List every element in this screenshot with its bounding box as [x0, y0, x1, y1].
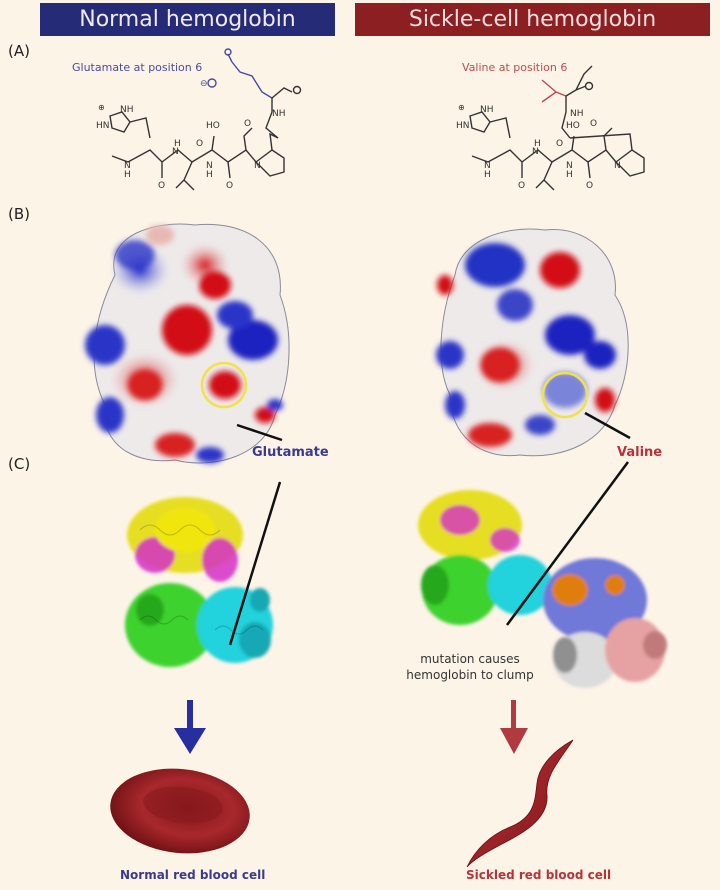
- svg-text:O: O: [196, 139, 203, 149]
- glutamate-caption: Glutamate at position 6: [72, 61, 203, 74]
- svg-text:NH: NH: [570, 109, 584, 119]
- normal-cell-label: Normal red blood cell: [120, 868, 266, 882]
- svg-text:HN: HN: [96, 121, 110, 131]
- glutamate-highlight-ring: [200, 361, 248, 409]
- clump-note-line1: mutation causes: [420, 652, 520, 666]
- svg-text:H: H: [206, 170, 213, 180]
- glutamate-surface-leader: [236, 423, 283, 442]
- clump-note-line2: hemoglobin to clump: [406, 667, 534, 682]
- normal-hemoglobin-header: Normal hemoglobin: [40, 3, 335, 36]
- svg-text:⊖: ⊖: [200, 79, 208, 89]
- svg-text:N: N: [172, 147, 179, 157]
- panel-label-c: (C): [8, 455, 31, 473]
- svg-text:HO: HO: [566, 121, 580, 131]
- svg-text:HO: HO: [206, 121, 220, 131]
- sickled-cell-label: Sickled red blood cell: [466, 868, 612, 882]
- valine-surface-leader: [584, 411, 631, 440]
- glutamate-callout: Glutamate: [252, 445, 329, 460]
- valine-ribbon-leader: [505, 461, 630, 626]
- valine-caption: Valine at position 6: [462, 61, 568, 74]
- svg-text:O: O: [518, 181, 525, 191]
- svg-text:NH: NH: [120, 105, 134, 115]
- normal-peptide-structure: NH HN ⊕ N H H N O O N H HO O O N NH ⊖: [96, 48, 302, 191]
- panel-label-b: (B): [8, 205, 30, 223]
- svg-text:O: O: [158, 181, 165, 191]
- svg-text:N: N: [206, 161, 213, 171]
- sickle-down-arrow-icon: [500, 700, 528, 754]
- sickle-hemoglobin-header: Sickle-cell hemoglobin: [355, 3, 710, 36]
- normal-ribbon-structure: [125, 497, 273, 667]
- svg-text:O: O: [556, 139, 563, 149]
- svg-text:O: O: [244, 119, 251, 129]
- svg-text:O: O: [586, 181, 593, 191]
- svg-text:N: N: [124, 161, 131, 171]
- svg-text:H: H: [534, 139, 541, 149]
- normal-down-arrow-icon: [174, 700, 206, 754]
- svg-text:H: H: [484, 170, 491, 180]
- sickled-red-blood-cell: [466, 739, 574, 868]
- glutamate-ribbon-leader: [228, 481, 282, 646]
- valine-callout: Valine: [617, 445, 663, 460]
- svg-text:N: N: [484, 161, 491, 171]
- clump-note: mutation causes hemoglobin to clump: [390, 652, 550, 683]
- svg-text:O: O: [590, 119, 597, 129]
- svg-text:N: N: [566, 161, 573, 171]
- sickle-peptide-structure: NH HN ⊕ N H H N O O N H HO O O N NH: [456, 65, 645, 191]
- svg-text:H: H: [174, 139, 181, 149]
- svg-text:HN: HN: [456, 121, 470, 131]
- svg-text:NH: NH: [272, 109, 286, 119]
- svg-text:H: H: [566, 170, 573, 180]
- normal-red-blood-cell: [110, 768, 250, 854]
- svg-text:H: H: [124, 170, 131, 180]
- normal-electrostatic-surface: [85, 223, 290, 464]
- panel-label-a: (A): [8, 42, 30, 60]
- svg-text:O: O: [226, 181, 233, 191]
- svg-text:N: N: [614, 161, 621, 171]
- svg-text:N: N: [254, 161, 261, 171]
- svg-text:NH: NH: [480, 105, 494, 115]
- svg-text:⊕: ⊕: [98, 103, 105, 112]
- sickle-ribbon-cluster: [418, 490, 667, 688]
- svg-text:N: N: [532, 147, 539, 157]
- svg-text:⊕: ⊕: [458, 103, 465, 112]
- sickle-electrostatic-surface: [436, 228, 629, 457]
- valine-highlight-ring: [541, 371, 589, 419]
